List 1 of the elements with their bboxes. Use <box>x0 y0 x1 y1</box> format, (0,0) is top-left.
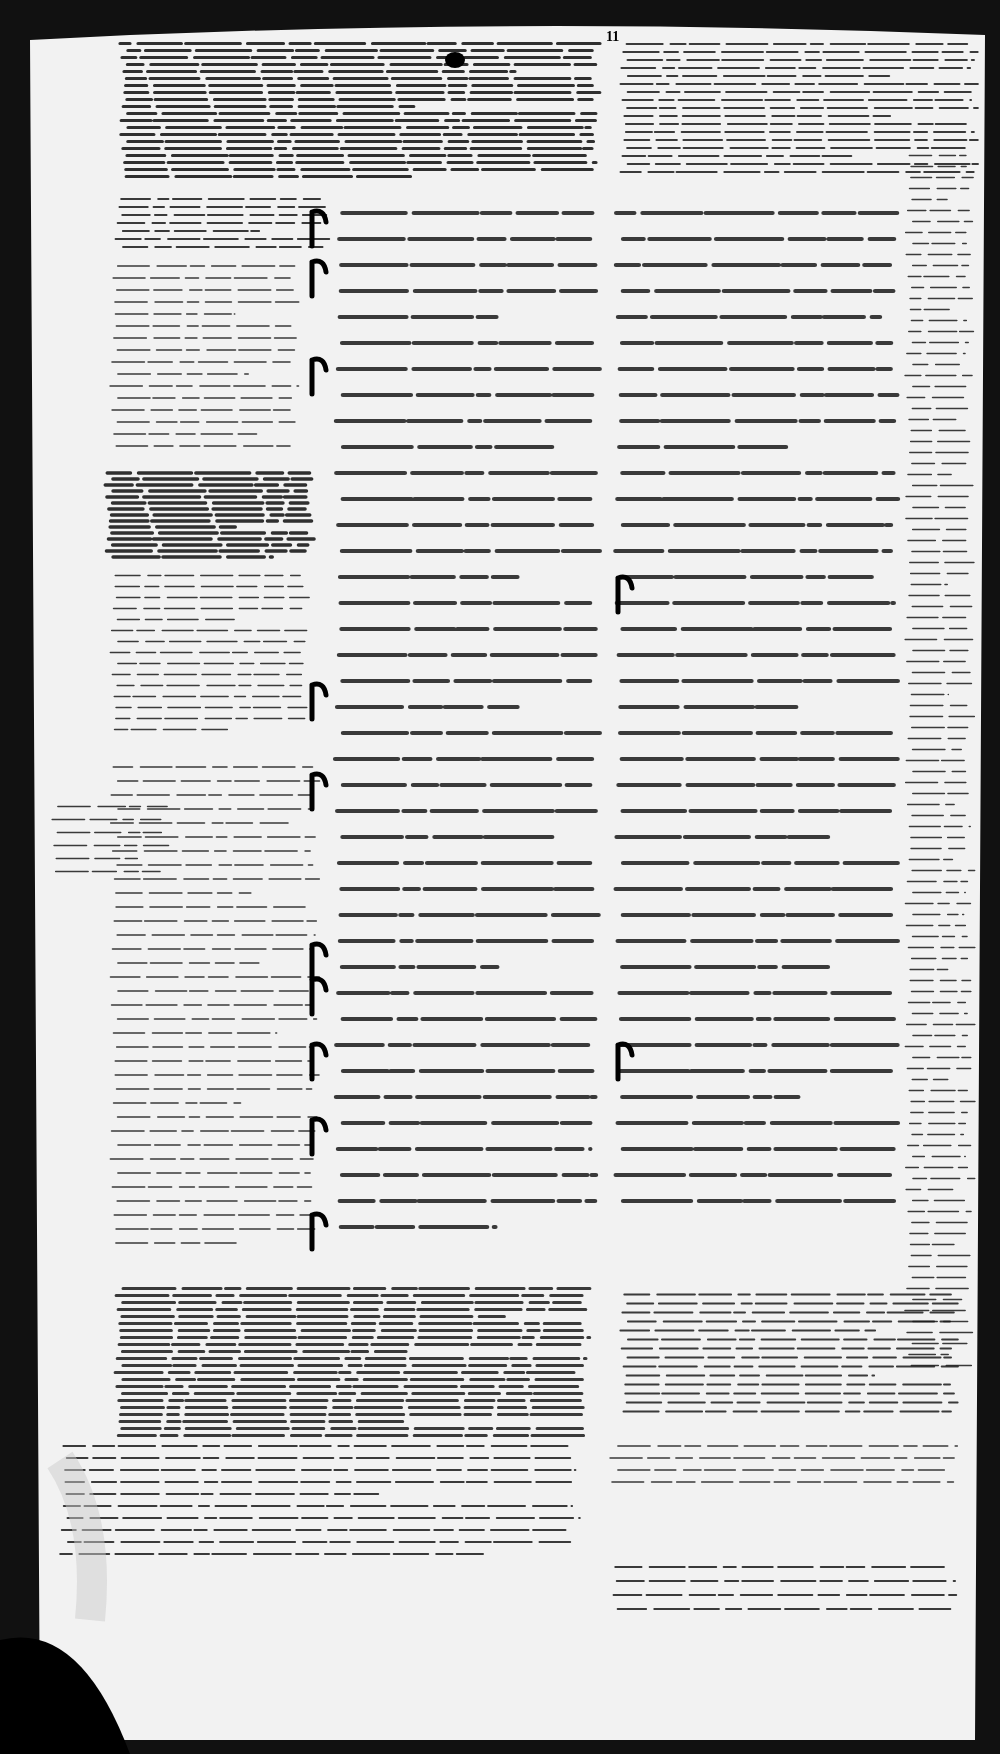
folio-number: 11 <box>606 28 620 46</box>
